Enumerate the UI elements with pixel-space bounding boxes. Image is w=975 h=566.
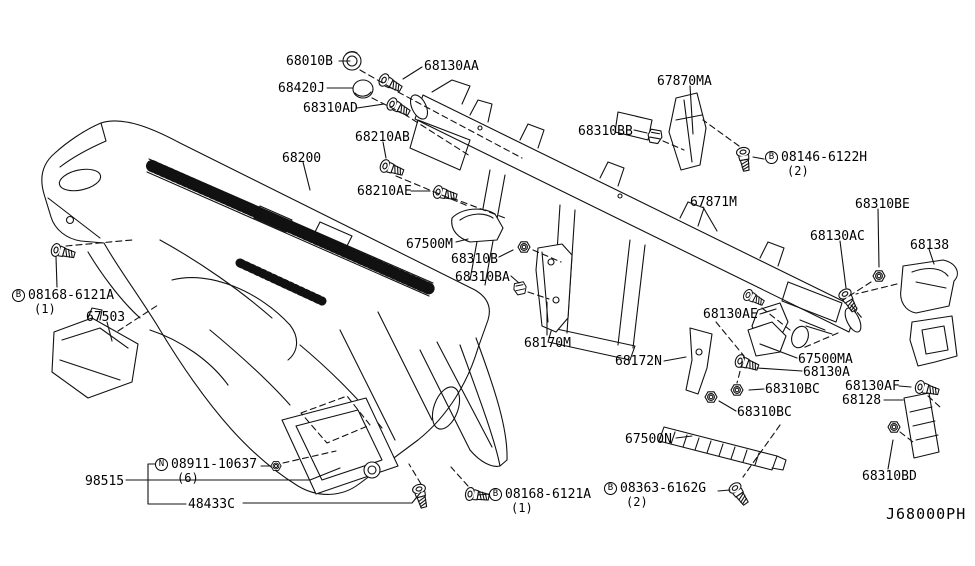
part-label-68310BA: 68310BA <box>455 270 510 285</box>
bracket-67500M-art <box>451 208 504 243</box>
part-label-67870MA: 67870MA <box>657 74 712 89</box>
part-label-68310AD: 68310AD <box>303 101 358 116</box>
steering-member-art <box>409 79 862 361</box>
bracket-68128-art <box>903 392 940 459</box>
circled-b-icon: B <box>489 488 502 501</box>
part-label-67871M: 67871M <box>690 195 737 210</box>
part-label-67500N: 67500N <box>625 432 672 447</box>
part-label-68310B: 68310B <box>451 252 498 267</box>
circled-b-icon: B <box>765 151 778 164</box>
part-label-68130AE: 68130AE <box>703 307 758 322</box>
part-label-98515: 98515 <box>85 474 125 489</box>
part-label-68170M: 68170M <box>524 336 571 351</box>
part-label-68130AF: 68130AF <box>845 379 900 394</box>
console-art <box>419 341 501 467</box>
part-label-68130A: 68130A <box>803 365 850 380</box>
mask-68138-art <box>900 259 958 314</box>
bracket-67500MA-art <box>747 321 833 357</box>
part-label-68128: 68128 <box>842 393 882 408</box>
knob-68010B-art <box>342 51 362 71</box>
panel-98515-art <box>281 397 399 495</box>
part-label-68138: 68138 <box>910 238 950 253</box>
circled-b-icon: B <box>12 289 25 302</box>
bracket-68172N-art <box>685 327 713 395</box>
part-label-68130AA: 68130AA <box>424 59 479 74</box>
part-label-68310BB: 68310BB <box>578 124 633 139</box>
part-label-67500MA: 67500MA <box>798 352 853 367</box>
part-label-68420J: 68420J <box>278 81 325 96</box>
disc-68420J-art <box>352 79 374 99</box>
part-label-68010B: 68010B <box>286 54 333 69</box>
part-label-68210AB: 68210AB <box>355 130 410 145</box>
instrument-panel-art <box>41 120 508 495</box>
rail-67500N-art <box>658 426 787 471</box>
part-label-48433C: 48433C <box>188 497 235 512</box>
diagram-code: J68000PH <box>886 505 967 523</box>
insulator-67870MA-art <box>668 92 707 171</box>
part-label-67500M: 67500M <box>406 237 453 252</box>
fasteners-art <box>49 51 941 510</box>
part-label-68210AE: 68210AE <box>357 184 412 199</box>
bracket-assy-right-art <box>909 315 958 367</box>
part-label-68310BD: 68310BD <box>862 469 917 484</box>
assembly-dashed-lines <box>65 69 941 487</box>
part-label-68130AC: 68130AC <box>810 229 865 244</box>
part-label-68200: 68200 <box>282 151 322 166</box>
part-label-68310BC-2: 68310BC <box>737 405 792 420</box>
part-label-68172N: 68172N <box>615 354 662 369</box>
bracket-68170M-art <box>535 243 573 333</box>
duct-67503-art <box>51 307 139 399</box>
part-label-68310BE: 68310BE <box>855 197 910 212</box>
circled-b-icon: B <box>604 482 617 495</box>
part-label-68310BC: 68310BC <box>765 382 820 397</box>
leader-lines <box>55 60 935 505</box>
circled-n-icon: N <box>155 458 168 471</box>
part-label-67503: 67503 <box>86 310 126 325</box>
